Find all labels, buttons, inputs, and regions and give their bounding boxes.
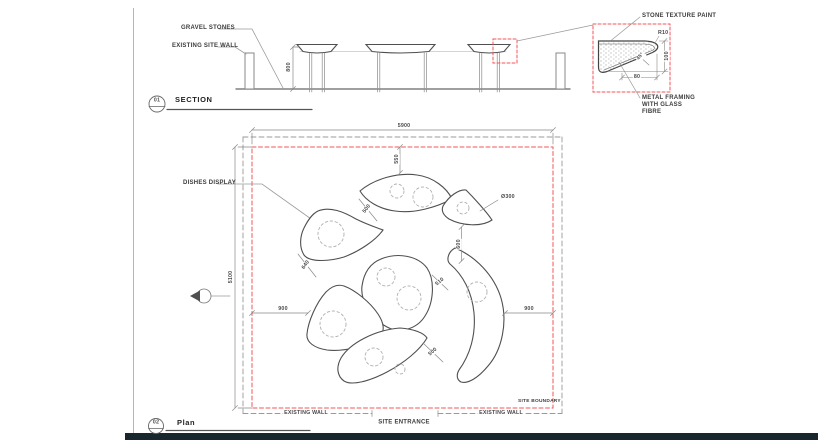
north-arrow-icon bbox=[190, 288, 231, 304]
metal-framing-label: METAL FRAMING WITH GLASS FIBRE bbox=[642, 95, 696, 116]
section-height-dim: 800 bbox=[285, 61, 293, 73]
gravel-stones-label: GRAVEL STONES bbox=[181, 25, 235, 31]
dish-islands bbox=[300, 173, 505, 384]
detail-callout-box bbox=[492, 38, 518, 64]
site-entrance-label: SITE ENTRANCE bbox=[378, 419, 430, 426]
plan-left-offset-dim: 900 bbox=[277, 305, 289, 313]
section-title: SECTION bbox=[175, 95, 213, 104]
site-boundary-outline bbox=[251, 146, 554, 409]
plan-width-dim: 5900 bbox=[396, 122, 412, 130]
page-frame bbox=[125, 8, 818, 440]
existing-site-wall-label: EXISTING SITE WALL bbox=[172, 43, 239, 49]
existing-wall-left-label: EXISTING WALL bbox=[283, 409, 329, 417]
detail-view bbox=[592, 16, 671, 99]
existing-wall-right-label: EXISTING WALL bbox=[478, 409, 524, 417]
plan-top-offset-dim: 550 bbox=[393, 153, 401, 165]
plan-right-offset-dim: 900 bbox=[523, 305, 535, 313]
plan-title: Plan bbox=[177, 418, 196, 427]
detail-width-dim: 80 bbox=[632, 73, 642, 81]
detail-height-dim: 100 bbox=[663, 50, 671, 62]
dishes-display-label: DISHES DISPLAY bbox=[183, 180, 236, 186]
plan-ref-number: 02 bbox=[152, 419, 160, 426]
detail-radius-dim: R10 bbox=[657, 30, 670, 37]
section-view bbox=[148, 24, 594, 113]
plan-gap-right-dim: 600 bbox=[455, 238, 463, 250]
plan-height-dim: 5100 bbox=[227, 269, 235, 285]
dish-diameter-dim: Ø300 bbox=[500, 194, 516, 201]
section-ref-number: 01 bbox=[153, 97, 161, 104]
stone-texture-paint-label: STONE TEXTURE PAINT bbox=[642, 13, 717, 19]
dish-circles bbox=[317, 183, 488, 375]
site-boundary-label: SITE BOUNDARY bbox=[518, 399, 561, 404]
plan-view bbox=[148, 127, 563, 434]
